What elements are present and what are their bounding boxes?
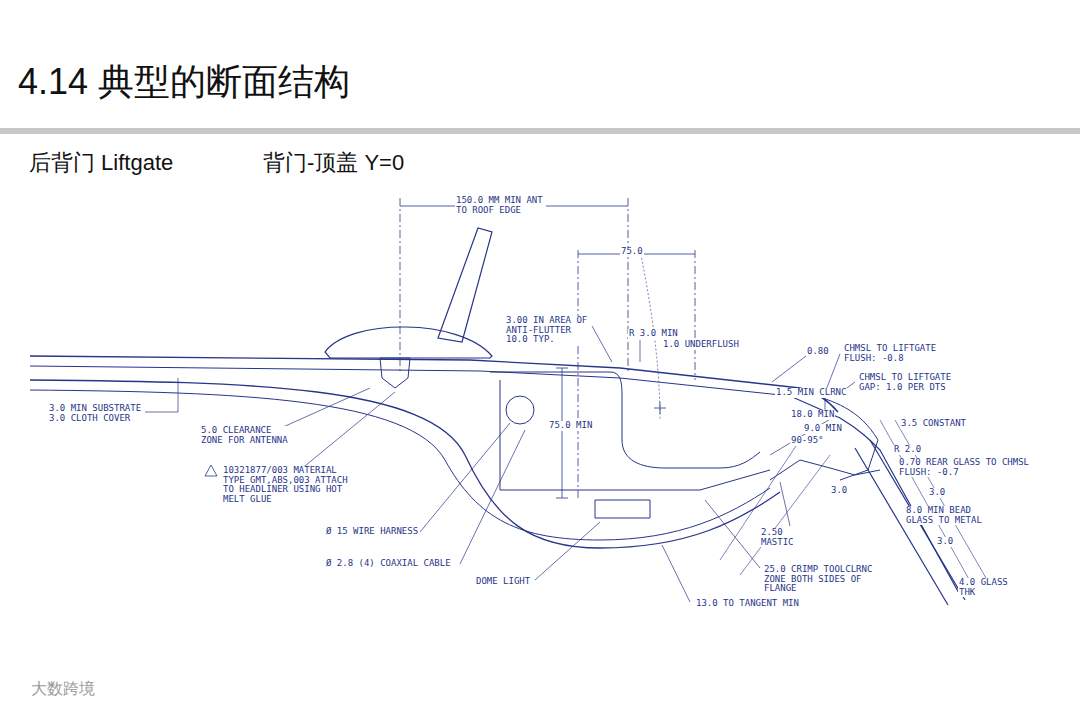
roof-bow (500, 380, 770, 490)
dimension-note: 1.0 UNDERFLUSH (662, 340, 740, 350)
dimension-note: 13.0 TO TANGENT MIN (695, 599, 800, 609)
dimension-note: 3.0 (830, 486, 848, 496)
dimension-note: 10321877/003 MATERIAL TYPE GMT,ABS,003 A… (222, 466, 362, 505)
dimension-note: R 3.0 MIN (628, 329, 679, 339)
leader-line (772, 356, 806, 382)
dimension-note: 3.5 CONSTANT (900, 419, 967, 429)
center-mark (654, 402, 666, 414)
header-bar (0, 128, 1080, 134)
dimension-note: 75.0 (620, 247, 644, 257)
dimension-note: 2.50 MASTIC (760, 528, 797, 547)
leader-line (460, 430, 525, 564)
wire-harness (506, 396, 534, 424)
dimension-note: Ø 2.8 (4) COAXIAL CABLE (325, 559, 452, 569)
dimension-note: CHMSL TO LIFTGATE GAP: 1.0 PER DTS (858, 373, 955, 392)
dimension-note: DOME LIGHT (475, 577, 531, 587)
roof-bow (490, 372, 760, 468)
leader-line (535, 522, 600, 580)
leader-line (662, 545, 690, 602)
antenna-clip (380, 358, 410, 388)
dimension-line (578, 250, 695, 500)
dimension-note: 3.0 (936, 537, 954, 547)
dome-light (595, 500, 650, 518)
dimension-note: 18.0 MIN (790, 410, 835, 420)
antenna-mast (438, 228, 492, 342)
dimension-note: 3.00 IN AREA OF ANTI-FLUTTER 10.0 TYP. (505, 316, 591, 345)
dimension-note: 3.0 MIN SUBSTRATE 3.0 CLOTH COVER (48, 404, 145, 423)
dimension-note: 75.0 MIN (548, 421, 593, 431)
dimension-note: R 2.0 (893, 445, 922, 455)
dimension-note: 3.0 (928, 488, 946, 498)
dimension-line (556, 368, 568, 498)
subtitle: 背门-顶盖 Y=0 (262, 150, 405, 176)
headliner (30, 380, 780, 548)
leader-line (145, 378, 178, 412)
dimension-note: 90-95° (790, 436, 825, 446)
antenna-base (325, 327, 492, 358)
watermark: 大数跨境 (30, 680, 96, 697)
dimension-note: 8.0 MIN BEAD GLASS TO METAL (905, 506, 986, 525)
dimension-note: 9.0 MIN (803, 424, 843, 434)
dimension-note: 5.0 CLEARANCE ZONE FOR ANTENNA (200, 426, 291, 445)
leader-line (592, 326, 612, 362)
leader-line (300, 392, 395, 470)
dimension-note: Ø 15 WIRE HARNESS (325, 527, 419, 537)
dimension-note: 150.0 MM MIN ANT TO ROOF EDGE (455, 196, 546, 215)
leader-line (640, 340, 641, 362)
subtitle: 后背门 Liftgate (28, 150, 174, 176)
headliner (30, 390, 770, 540)
dimension-note: 1.5 MIN CLRNC (775, 388, 847, 398)
dimension-note: 25.0 CRIMP TOOLCLRNC ZONE BOTH SIDES OF … (763, 565, 876, 594)
slide-title: 4.14 典型的断面结构 (18, 58, 350, 107)
leader-line (705, 500, 760, 568)
dimension-note: 0.80 (806, 347, 830, 357)
roof-panel (30, 356, 838, 412)
dimension-note: CHMSL TO LIFTGATE FLUSH: -0.8 (843, 344, 940, 363)
annotation-triangle (205, 465, 217, 476)
leader-line (780, 482, 790, 526)
dimension-line (400, 198, 628, 372)
dimension-note: 0.70 REAR GLASS TO CHMSL FLUSH: -0.7 (898, 458, 1033, 477)
leader-line (420, 423, 510, 532)
dimension-note: 4.0 GLASS THK (958, 578, 1010, 597)
